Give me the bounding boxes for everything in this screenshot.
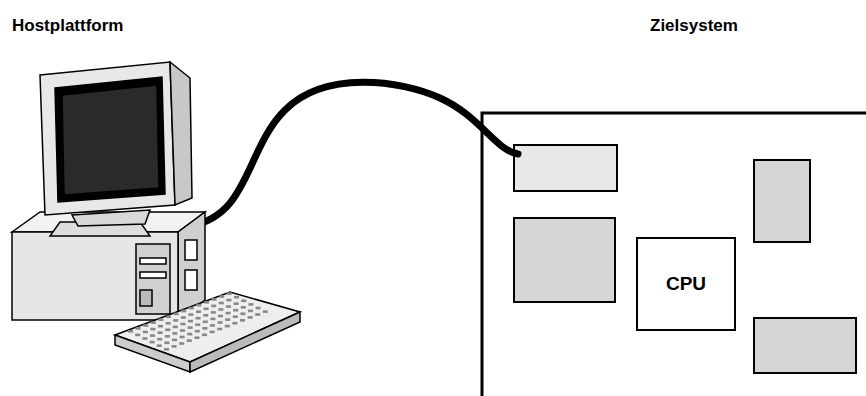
keyboard-keys — [128, 292, 268, 350]
heading-label: Hostplattform — [12, 16, 123, 36]
computer — [12, 62, 300, 372]
cpu-box: CPU — [636, 237, 736, 331]
chip — [754, 160, 810, 242]
box-label: CPU — [666, 273, 706, 295]
chip — [754, 318, 856, 373]
board-outline — [482, 113, 866, 396]
chip — [514, 218, 615, 302]
connector-chip — [514, 145, 617, 191]
cable — [190, 82, 518, 226]
heading-label: Zielsystem — [650, 16, 738, 36]
